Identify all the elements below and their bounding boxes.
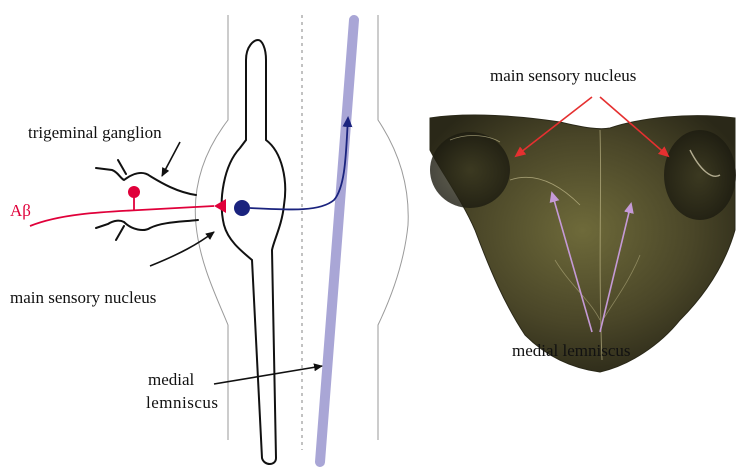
label-main-sensory-nucleus-left: main sensory nucleus <box>10 288 156 307</box>
ganglion-label-arrow <box>162 142 180 176</box>
abeta-afferent-fiber <box>30 206 214 226</box>
main-sensory-label-arrow <box>150 232 214 266</box>
trigeminal-ganglion-outline <box>96 160 198 240</box>
brainstem-schematic: trigeminal ganglion Aβ main sensory nucl… <box>10 15 408 464</box>
medial-lemniscus-label-arrow <box>214 366 322 384</box>
projection-axon <box>250 118 348 210</box>
tissue-right-dark <box>664 130 736 220</box>
trigeminal-nucleus-column <box>222 40 285 464</box>
label-medial-left: medial <box>148 370 195 389</box>
label-medial-lemniscus-right: medial lemniscus <box>512 341 631 360</box>
tissue-left-dark <box>430 132 510 208</box>
medial-lemniscus-tract <box>320 20 354 462</box>
label-trigeminal-ganglion: trigeminal ganglion <box>28 123 162 142</box>
brainstem-outline-left <box>195 15 228 440</box>
label-main-sensory-nucleus-right: main sensory nucleus <box>490 66 636 85</box>
ganglion-soma <box>128 186 140 198</box>
synaptic-terminal <box>214 199 226 213</box>
brainstem-outline-right <box>378 15 408 440</box>
label-lemniscus-left: lemniscus <box>146 393 219 412</box>
label-abeta: Aβ <box>10 201 31 220</box>
second-order-soma <box>234 200 250 216</box>
brainstem-section-image: main sensory nucleus medial lemniscus <box>430 66 736 372</box>
